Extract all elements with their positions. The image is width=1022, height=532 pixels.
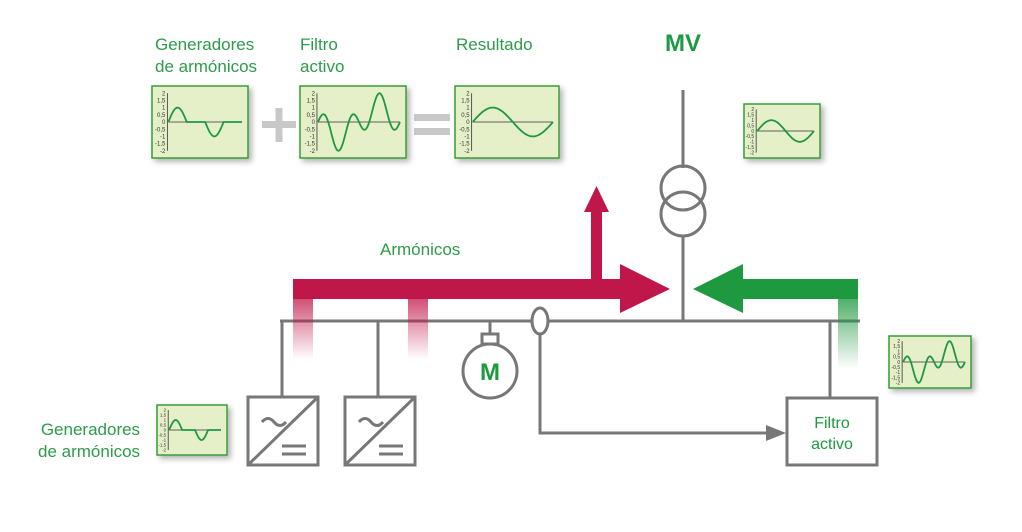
axis-tick-label: -1 <box>896 370 901 376</box>
waveform-line <box>902 340 966 384</box>
waveform-panel-generators: 2 1,510,50-0,5 -1-1,5-2 <box>151 85 249 159</box>
axis-tick-label: 1 <box>164 418 167 423</box>
waveform-line <box>471 106 554 138</box>
top-generators-label: Generadores de armónicos <box>155 35 258 76</box>
axis-tick-label: 0 <box>162 120 166 126</box>
sensor-arrow-icon <box>766 425 786 441</box>
axis-tick-label: 1,5 <box>157 99 166 105</box>
axis-tick-label: -2 <box>750 150 755 156</box>
active-filter-box: Filtro activo <box>785 396 879 467</box>
axis-tick-label: 1,5 <box>747 113 754 119</box>
axis-tick-label: -1,5 <box>158 443 166 448</box>
waveform-panel-mv: 21,510,50-0,5-1-1,5-2 <box>743 103 821 159</box>
axis-tick-label: -0,5 <box>158 433 166 438</box>
converter-1 <box>246 395 320 467</box>
axis-tick-label: 2 <box>751 107 754 113</box>
axis-tick-label: -1 <box>160 135 166 141</box>
sensor-signal-line <box>538 334 770 435</box>
filter-box-line-1: Filtro <box>814 415 850 432</box>
axis-tick-label: 1,5 <box>160 413 167 418</box>
axis-tick-label: -1 <box>162 438 166 443</box>
plus-sign-icon <box>262 108 296 142</box>
axis-tick-label: 0 <box>897 360 900 366</box>
waveform-panel-result: 2 1,510,50-0,5 -1-1,5-2 <box>454 85 560 159</box>
axis-tick-label: 1 <box>466 106 470 112</box>
converter-2 <box>343 395 417 467</box>
axis-tick-label: -1,5 <box>305 142 316 148</box>
equals-sign-icon <box>414 114 450 135</box>
axis-tick-label: -0,5 <box>155 127 166 133</box>
waveform-line <box>756 119 815 143</box>
axis-tick-label: -2 <box>464 149 470 155</box>
axis-tick-label: 0,5 <box>160 423 167 428</box>
axis-tick-label: -0,5 <box>746 134 755 140</box>
axis-tick-label: 0 <box>466 120 470 126</box>
axis-tick-label: -1,5 <box>155 142 166 148</box>
axis-tick-label: 1,5 <box>893 344 900 350</box>
waveform-line <box>317 92 401 152</box>
mv-label: MV <box>665 30 701 57</box>
axis-tick-label: -0,5 <box>305 127 316 133</box>
harmonics-label: Armónicos <box>380 240 461 259</box>
axis-tick-label: 1,5 <box>461 99 470 105</box>
axis-tick-label: 1 <box>312 106 316 112</box>
bottom-generators-label: Generadores de armónicos <box>38 420 141 461</box>
motor-icon: M <box>461 342 519 400</box>
axis-tick-label: 0,5 <box>157 113 166 119</box>
axis-tick-label: -1 <box>310 135 316 141</box>
axis-tick-label: -2 <box>160 149 166 155</box>
transformer-icon <box>659 164 707 238</box>
axis-tick-label: -1,5 <box>459 142 470 148</box>
axis-tick-label: 2 <box>164 408 167 413</box>
motor-connection <box>480 321 500 346</box>
axis-tick-label: 0,5 <box>747 123 754 129</box>
axis-tick-label: 2 <box>466 91 470 97</box>
axis-tick-label: 2 <box>312 91 316 97</box>
axis-tick-label: 1 <box>897 349 900 355</box>
axis-tick-label: -1,5 <box>891 375 900 381</box>
axis-tick-label: 1 <box>162 106 166 112</box>
axis-tick-label: 0,5 <box>461 113 470 119</box>
axis-tick-label: -2 <box>162 448 166 453</box>
axis-tick-label: -0,5 <box>891 365 900 371</box>
axis-tick-label: -1 <box>464 135 470 141</box>
compensation-arrow <box>693 264 858 369</box>
harmonics-arrow <box>293 186 670 359</box>
axis-tick-label: 0 <box>312 120 316 126</box>
top-active-filter-label: Filtro activo <box>300 35 345 76</box>
axis-tick-label: -1,5 <box>746 145 755 151</box>
waveform-line <box>167 106 242 138</box>
motor-letter: M <box>480 359 500 386</box>
waveform-panel-filter-output: 21,510,50-0,5-1-1,5-2 <box>888 335 972 389</box>
axis-tick-label: -2 <box>310 149 316 155</box>
axis-tick-label: -1 <box>750 140 755 146</box>
axis-tick-label: 1 <box>751 118 754 124</box>
axis-tick-label: 2 <box>897 339 900 345</box>
filter-box-line-2: activo <box>811 436 853 453</box>
axis-tick-label: 1,5 <box>307 99 316 105</box>
axis-tick-label: -0,5 <box>459 127 470 133</box>
current-sensor-icon <box>530 306 550 336</box>
axis-tick-label: 0,5 <box>307 113 316 119</box>
axis-tick-label: -2 <box>896 381 901 387</box>
result-label: Resultado <box>456 35 533 54</box>
waveform-panel-filter: 2 1,510,50-0,5 -1-1,5-2 <box>299 85 407 159</box>
waveform-line <box>168 419 221 441</box>
waveform-panel-generators-bottom: 21,510,50-0,5-1-1,5-2 <box>156 404 228 456</box>
axis-tick-label: 0 <box>164 428 167 433</box>
axis-tick-label: 0 <box>751 129 754 135</box>
axis-tick-label: 0,5 <box>893 355 900 361</box>
axis-tick-label: 2 <box>162 91 166 97</box>
